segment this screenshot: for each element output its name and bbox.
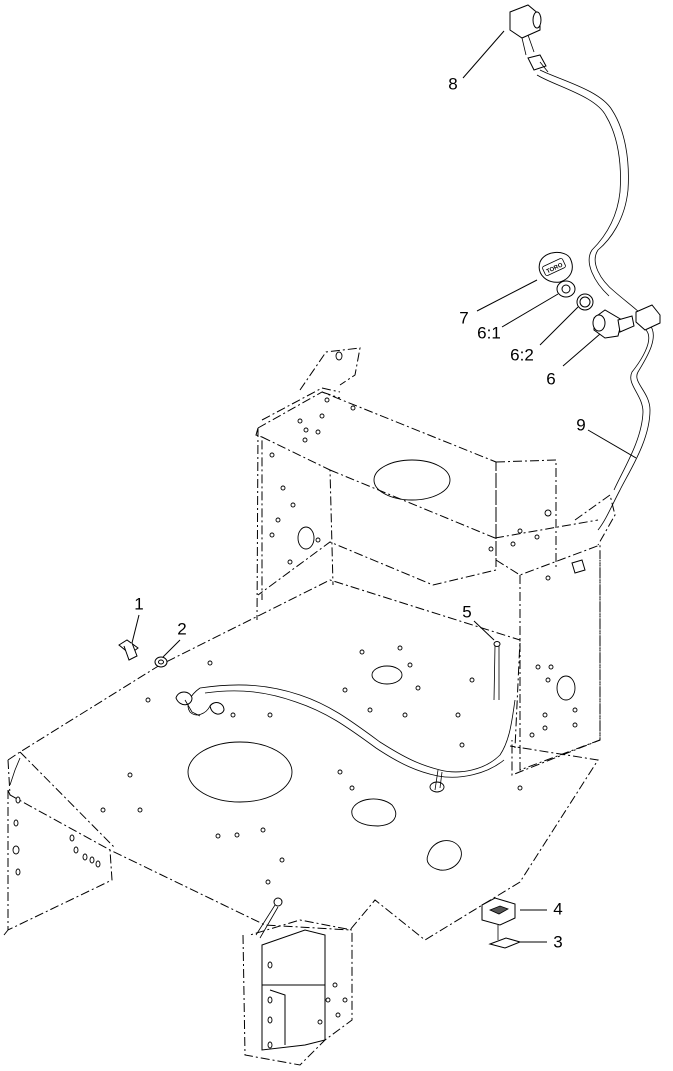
- floor-large-cutout: [187, 741, 293, 803]
- part-6-1-nut: [556, 280, 576, 298]
- front-panel-inner: [261, 387, 601, 771]
- leader-6-1: [501, 293, 559, 328]
- callout-1: 1: [134, 594, 143, 613]
- callout-labels: 8 7 6:1 6:2 6 9 1 2 5 4 3: [134, 74, 585, 951]
- leader-7: [476, 279, 538, 312]
- harness-upper-2: [536, 74, 621, 297]
- floor-slot-2: [426, 840, 462, 871]
- leader-5: [473, 620, 495, 641]
- top-cutout: [373, 459, 451, 501]
- panel-hole-left: [297, 526, 315, 550]
- right-bracket: [574, 494, 616, 546]
- lower-tab: [242, 919, 353, 1066]
- right-bracket-bolt: [571, 559, 586, 574]
- harness-floor-branch: [434, 769, 443, 791]
- floor-center-hole: [371, 665, 403, 685]
- lower-tab-plate: [261, 929, 326, 1051]
- leader-9: [587, 429, 637, 459]
- callout-9: 9: [576, 415, 585, 434]
- part-1-bolt: [118, 639, 139, 661]
- mounting-holes: [12, 351, 578, 1049]
- callout-2: 2: [177, 619, 186, 638]
- harness-terminals: [175, 691, 225, 717]
- harness-left-branch: [187, 687, 211, 716]
- harness-lower: [597, 324, 654, 531]
- callout-7: 7: [459, 308, 468, 327]
- back-panel-top-edge: [261, 436, 599, 586]
- part-8-switch: [509, 4, 549, 73]
- part-7-key: TORO: [538, 252, 573, 283]
- upper-bracket: [299, 347, 361, 391]
- leader-8: [462, 30, 505, 79]
- callout-4: 4: [553, 899, 562, 918]
- part-6-2-washer: [576, 293, 594, 311]
- left-side-panel: [3, 789, 113, 936]
- floor-plate: [7, 579, 599, 941]
- floor-slot-1: [351, 798, 397, 827]
- leader-6: [562, 333, 601, 367]
- callout-6: 6: [546, 369, 555, 388]
- callout-6-1: 6:1: [477, 323, 501, 342]
- right-side-panel: [495, 544, 601, 776]
- wire-harness: [187, 69, 654, 791]
- side-panel-hole: [556, 675, 576, 701]
- floor-grommet-hole: [429, 781, 445, 793]
- part-3-bracket: [488, 937, 522, 949]
- callout-3: 3: [553, 932, 562, 951]
- harness-lower-2: [613, 329, 650, 491]
- front-panel: [255, 391, 557, 621]
- callout-8: 8: [448, 74, 457, 93]
- leader-2: [162, 639, 181, 658]
- harness-floor-run-2: [204, 690, 505, 778]
- frame-assembly: [3, 347, 616, 1066]
- part-5-screw: [493, 641, 501, 701]
- part-6-ignition-switch: [592, 304, 661, 339]
- leader-6-2: [539, 306, 579, 346]
- harness-upper: [539, 69, 651, 326]
- callout-6-2: 6:2: [510, 345, 534, 364]
- part-4-seat-switch: [481, 897, 516, 940]
- leader-1: [131, 614, 140, 644]
- leader-lines: [131, 30, 637, 943]
- left-cable-clip: [9, 757, 283, 939]
- harness-floor-run: [199, 684, 516, 773]
- part-2-washer: [154, 656, 168, 668]
- callout-5: 5: [462, 602, 471, 621]
- frame-cutouts: [187, 459, 576, 871]
